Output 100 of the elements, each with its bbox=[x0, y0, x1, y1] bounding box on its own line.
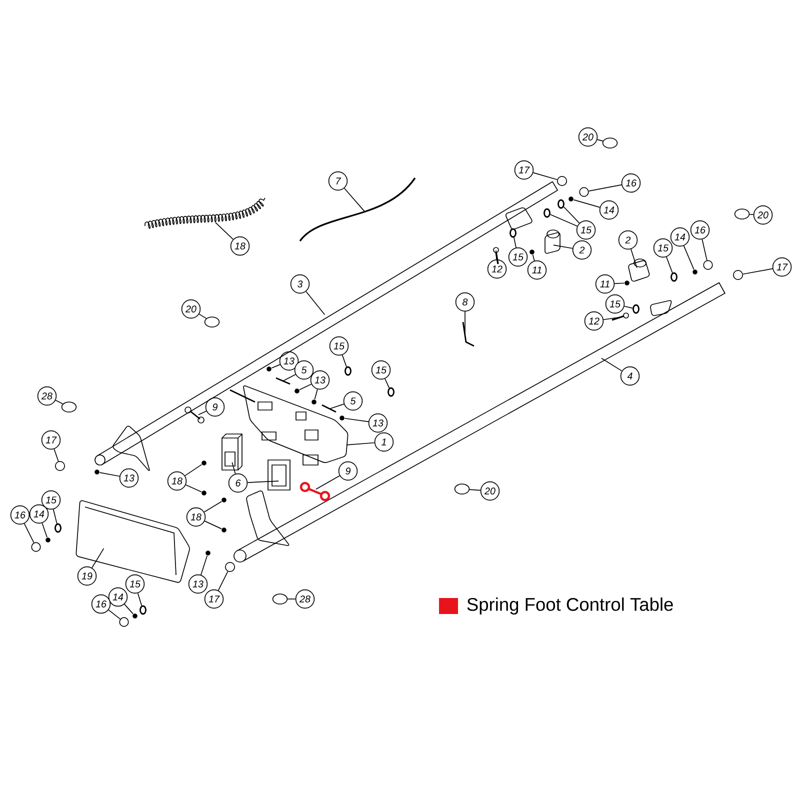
washer bbox=[558, 199, 565, 209]
leader-line bbox=[198, 314, 207, 319]
callout-number: 19 bbox=[77, 566, 97, 586]
leader-line bbox=[553, 244, 573, 249]
nut bbox=[202, 490, 206, 496]
callout-number: 15 bbox=[329, 336, 349, 356]
leader-line bbox=[614, 282, 625, 284]
pipe-clamp bbox=[628, 258, 650, 282]
leader-line bbox=[344, 418, 369, 422]
end-cap bbox=[602, 138, 618, 148]
leader-line bbox=[316, 475, 340, 490]
callout-number: 16 bbox=[690, 220, 710, 240]
leader-line bbox=[573, 199, 600, 208]
end-cap bbox=[733, 270, 744, 280]
leader-line bbox=[344, 188, 366, 212]
end-cap bbox=[272, 594, 288, 604]
callout-number: 5 bbox=[343, 391, 363, 411]
leader-line bbox=[596, 139, 604, 142]
end-cap bbox=[54, 460, 66, 472]
cable bbox=[299, 177, 416, 242]
nut bbox=[294, 388, 300, 394]
nut bbox=[340, 416, 344, 420]
legend-label: Spring Foot Control Table bbox=[467, 597, 673, 615]
leader-line bbox=[346, 442, 375, 446]
leader-line bbox=[215, 222, 234, 240]
leader-line bbox=[24, 523, 34, 544]
callout-number: 15 bbox=[41, 490, 61, 510]
pipe-clamp bbox=[544, 230, 560, 254]
callout-number: 15 bbox=[371, 360, 391, 380]
callout-number: 13 bbox=[188, 574, 208, 594]
callout-number: 20 bbox=[753, 205, 773, 225]
leader-line bbox=[702, 238, 708, 261]
leader-line bbox=[514, 237, 516, 248]
callout-number: 14 bbox=[670, 227, 690, 247]
leader-line bbox=[299, 384, 312, 390]
washer bbox=[140, 605, 146, 615]
callout-number: 28 bbox=[295, 589, 315, 609]
stud bbox=[322, 404, 336, 413]
leader-line bbox=[532, 172, 558, 180]
nut bbox=[568, 196, 574, 202]
callout-number: 17 bbox=[41, 430, 61, 450]
callout-number: 17 bbox=[204, 589, 224, 609]
callout-number: 13 bbox=[119, 468, 139, 488]
callout-number: 18 bbox=[186, 507, 206, 527]
leader-line bbox=[124, 604, 134, 614]
callout-number: 14 bbox=[599, 200, 619, 220]
nut bbox=[46, 538, 50, 542]
callout-number: 16 bbox=[10, 505, 30, 525]
leader-line bbox=[329, 404, 344, 410]
end-cap bbox=[556, 176, 568, 186]
leader-line bbox=[204, 501, 222, 512]
cap-nut bbox=[579, 187, 589, 197]
callout-number: 15 bbox=[125, 574, 145, 594]
callout-number: 14 bbox=[108, 587, 128, 607]
leader-line bbox=[204, 520, 222, 530]
leader-line bbox=[99, 472, 120, 477]
rail-tube bbox=[234, 282, 726, 562]
end-cap bbox=[61, 402, 77, 412]
callout-number: 13 bbox=[310, 370, 330, 390]
leader-line bbox=[496, 250, 497, 260]
leader-line bbox=[232, 462, 236, 474]
leader-line bbox=[218, 571, 228, 591]
leader-line bbox=[550, 214, 578, 227]
leader-line bbox=[314, 388, 318, 400]
leader-line bbox=[603, 316, 622, 320]
leader-line bbox=[54, 448, 59, 462]
callout-number: 17 bbox=[514, 160, 534, 180]
leader-line bbox=[683, 245, 694, 270]
leader-line bbox=[287, 598, 296, 600]
leader-line bbox=[342, 354, 347, 368]
leader-line bbox=[563, 206, 580, 224]
callout-number: 20 bbox=[578, 127, 598, 147]
nut bbox=[312, 400, 316, 404]
leader-line bbox=[137, 592, 142, 606]
callout-number: 2 bbox=[572, 240, 592, 260]
callout-number: 28 bbox=[37, 386, 57, 406]
leader-line bbox=[666, 256, 673, 274]
callout-number: 13 bbox=[368, 413, 388, 433]
leader-line bbox=[624, 306, 633, 309]
nut bbox=[132, 614, 138, 618]
leader-line bbox=[306, 291, 326, 315]
callout-number: 16 bbox=[91, 594, 111, 614]
callout-number: 17 bbox=[772, 257, 792, 277]
washer bbox=[54, 523, 62, 533]
leader-line bbox=[532, 254, 535, 262]
callout-number: 2 bbox=[618, 230, 638, 250]
leader-line bbox=[42, 522, 48, 538]
washer bbox=[344, 366, 352, 376]
nut bbox=[624, 280, 630, 286]
nut bbox=[206, 550, 210, 556]
callout-number: 15 bbox=[653, 238, 673, 258]
callout-number: 16 bbox=[621, 173, 641, 193]
callout-number: 15 bbox=[576, 220, 596, 240]
leader-line bbox=[469, 489, 481, 491]
leader-line bbox=[384, 378, 390, 388]
leader-line bbox=[283, 374, 296, 382]
callout-number: 6 bbox=[228, 473, 248, 493]
callout-number: 11 bbox=[595, 274, 615, 294]
leader-line bbox=[55, 400, 64, 404]
leader-line bbox=[749, 214, 754, 215]
